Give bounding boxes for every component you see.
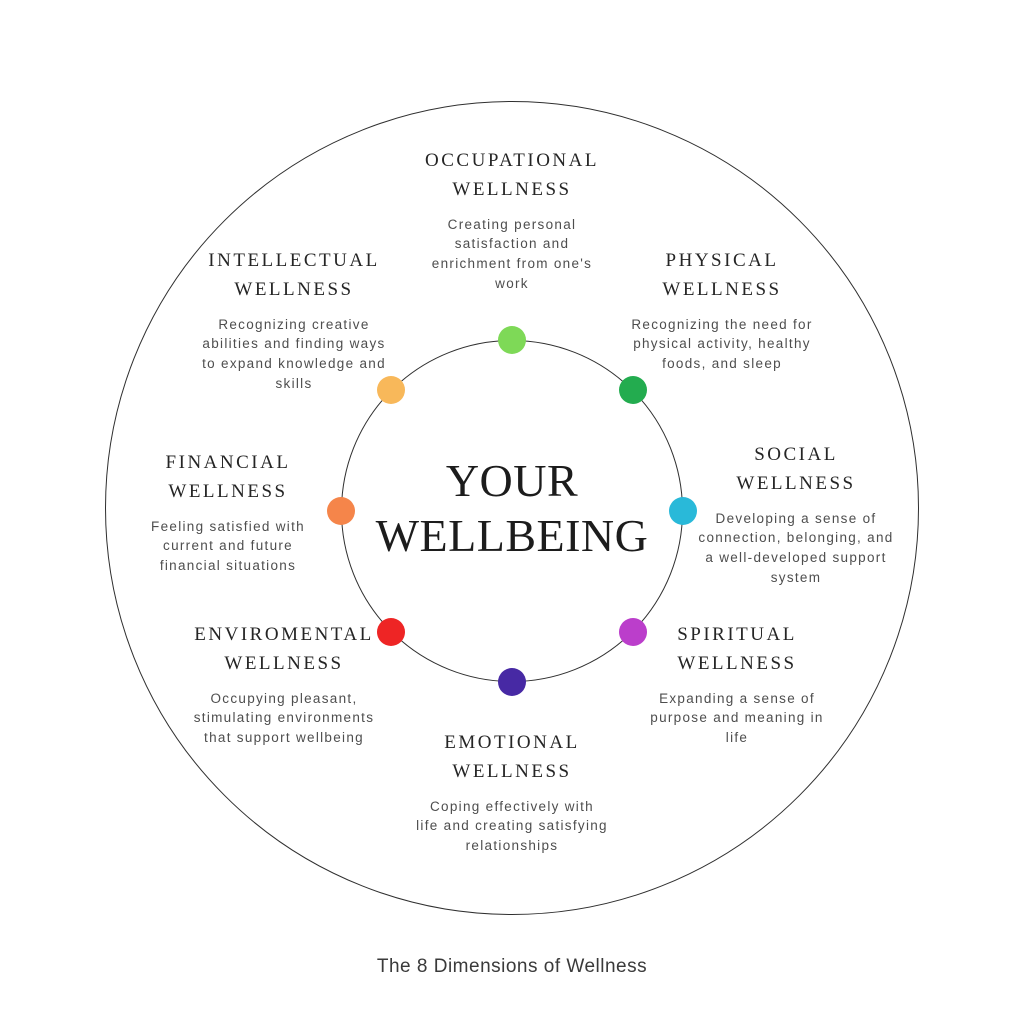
dot-intellectual — [377, 376, 405, 404]
dimension-title: SOCIAL WELLNESS — [736, 444, 856, 495]
dimension-title: INTELLECTUAL WELLNESS — [208, 250, 380, 301]
dimension-title: SPIRITUAL WELLNESS — [677, 624, 797, 675]
dimension-title: PHYSICAL WELLNESS — [662, 250, 782, 301]
dimension-intellectual: INTELLECTUAL WELLNESS Recognizing creati… — [139, 246, 449, 393]
dot-occupational — [498, 326, 526, 354]
dimension-title: FINANCIAL WELLNESS — [165, 452, 291, 503]
dimension-financial: FINANCIAL WELLNESS Feeling satisfied wit… — [88, 448, 368, 576]
dimension-description: Coping effectively with life and creatin… — [416, 798, 608, 853]
outer-circle — [105, 101, 919, 915]
dimension-description: Feeling satisfied with current and futur… — [151, 518, 305, 573]
dot-social — [669, 497, 697, 525]
dot-emotional — [498, 668, 526, 696]
dimension-description: Creating personal satisfaction and enric… — [431, 216, 593, 291]
dimension-description: Recognizing the need for physical activi… — [631, 316, 813, 371]
dimension-enviromental: ENVIROMENTAL WELLNESS Occupying pleasant… — [129, 620, 439, 748]
dot-financial — [327, 497, 355, 525]
dimension-physical: PHYSICAL WELLNESS Recognizing the need f… — [572, 246, 872, 374]
dimension-description: Recognizing creative abilities and findi… — [202, 316, 386, 391]
dot-physical — [619, 376, 647, 404]
dimension-occupational: OCCUPATIONAL WELLNESS Creating personal … — [352, 146, 672, 293]
dimension-description: Expanding a sense of purpose and meaning… — [650, 690, 824, 745]
diagram-caption: The 8 Dimensions of Wellness — [376, 956, 648, 977]
dimension-title: EMOTIONAL WELLNESS — [444, 732, 580, 783]
dimension-emotional: EMOTIONAL WELLNESS Coping effectively wi… — [357, 728, 667, 856]
dimension-spiritual: SPIRITUAL WELLNESS Expanding a sense of … — [597, 620, 877, 748]
dimension-title: ENVIROMENTAL WELLNESS — [194, 624, 374, 675]
dot-spiritual — [619, 618, 647, 646]
dimension-title: OCCUPATIONAL WELLNESS — [425, 150, 599, 201]
dimension-description: Developing a sense of connection, belong… — [698, 510, 894, 585]
dimension-social: SOCIAL WELLNESS Developing a sense of co… — [641, 440, 951, 587]
center-title: YOUR WELLBEING — [375, 455, 649, 562]
dimension-description: Occupying pleasant, stimulating environm… — [193, 690, 375, 745]
dot-enviromental — [377, 618, 405, 646]
